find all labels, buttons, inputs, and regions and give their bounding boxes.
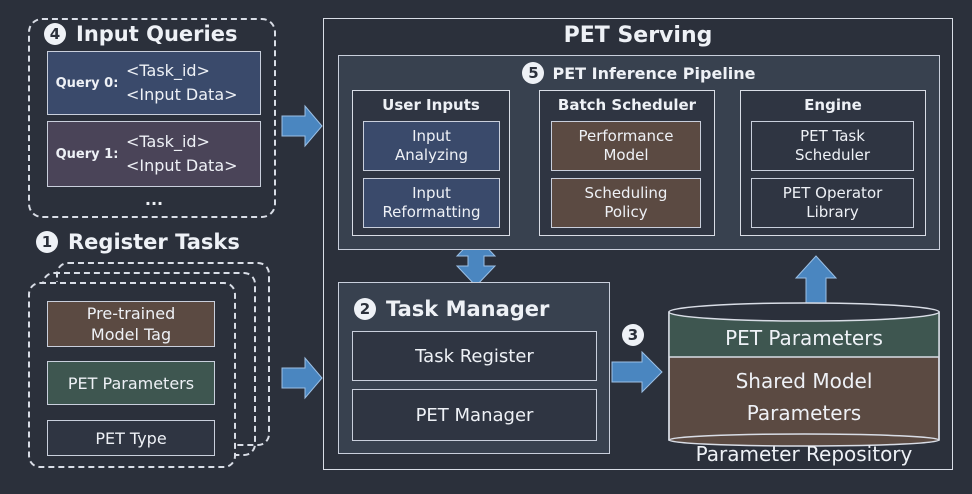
query-0-input-data: <Input Data>: [126, 85, 238, 104]
pretrained-model-tag-label: Pre-trained Model Tag: [86, 304, 176, 344]
performance-model-box: Performance Model: [551, 121, 701, 171]
step-number-1: 1: [36, 231, 58, 253]
repository-pet-parameters-label: PET Parameters: [725, 326, 883, 350]
task-manager-title: Task Manager: [386, 297, 550, 321]
arrow-queries-to-serving: [281, 104, 323, 148]
register-tasks-header: 1 Register Tasks: [36, 228, 240, 256]
register-tasks-title: Register Tasks: [68, 230, 240, 254]
repository-caption: Parameter Repository: [695, 442, 913, 466]
query-0-box: Query 0: <Task_id> <Input Data>: [47, 51, 261, 115]
query-0-label: Query 0:: [55, 75, 119, 91]
task-manager-header: 2 Task Manager: [354, 294, 549, 324]
task-register-box: Task Register: [352, 331, 597, 381]
pretrained-model-tag-box: Pre-trained Model Tag: [47, 301, 215, 347]
arrow-manager-to-repository: [611, 350, 663, 394]
task-register-label: Task Register: [415, 345, 534, 367]
step-number-2: 2: [354, 298, 376, 320]
query-1-label: Query 1:: [55, 146, 119, 162]
inference-pipeline-header: 5 PET Inference Pipeline: [338, 60, 940, 86]
input-reformatting-box: Input Reformatting: [363, 178, 500, 228]
user-inputs-title: User Inputs: [382, 96, 480, 114]
pet-serving-title: PET Serving: [563, 22, 713, 48]
query-1-task-id: <Task_id>: [126, 132, 210, 151]
pet-manager-box: PET Manager: [352, 389, 597, 441]
pet-manager-label: PET Manager: [415, 404, 534, 426]
input-analyzing-label: Input Analyzing: [394, 127, 469, 164]
repository-parameters-label: Parameters: [746, 401, 862, 425]
repository-shared-model-label: Shared Model: [735, 369, 873, 393]
step-number-4: 4: [44, 23, 66, 45]
input-reformatting-label: Input Reformatting: [382, 184, 481, 221]
scheduling-policy-label: Scheduling Policy: [584, 184, 668, 221]
pet-operator-library-label: PET Operator Library: [782, 184, 883, 221]
arrow-repository-to-engine: [794, 255, 838, 305]
arrow-register-to-serving: [281, 356, 323, 400]
batch-scheduler-title: Batch Scheduler: [557, 96, 697, 114]
register-pet-parameters-box: PET Parameters: [47, 361, 215, 405]
step-number-5: 5: [522, 62, 545, 84]
step-number-3: 3: [622, 324, 644, 346]
query-1-box: Query 1: <Task_id> <Input Data>: [47, 121, 261, 187]
performance-model-label: Performance Model: [578, 127, 674, 164]
pet-serving-container: [323, 18, 953, 470]
pet-type-box: PET Type: [47, 420, 215, 456]
input-queries-title: Input Queries: [76, 22, 238, 46]
query-1-input-data: <Input Data>: [126, 156, 238, 175]
pet-operator-library-box: PET Operator Library: [751, 178, 914, 228]
engine-title: Engine: [804, 96, 862, 114]
queries-ellipsis: ...: [144, 189, 164, 209]
query-0-task-id: <Task_id>: [126, 61, 210, 80]
inference-pipeline-title: PET Inference Pipeline: [552, 63, 756, 83]
input-queries-panel: [28, 18, 276, 218]
pet-type-label: PET Type: [95, 428, 167, 448]
register-pet-parameters-label: PET Parameters: [67, 373, 195, 393]
input-analyzing-box: Input Analyzing: [363, 121, 500, 171]
input-queries-header: 4 Input Queries: [44, 20, 237, 48]
pet-task-scheduler-box: PET Task Scheduler: [751, 121, 914, 171]
pet-task-scheduler-label: PET Task Scheduler: [794, 127, 871, 164]
scheduling-policy-box: Scheduling Policy: [551, 178, 701, 228]
